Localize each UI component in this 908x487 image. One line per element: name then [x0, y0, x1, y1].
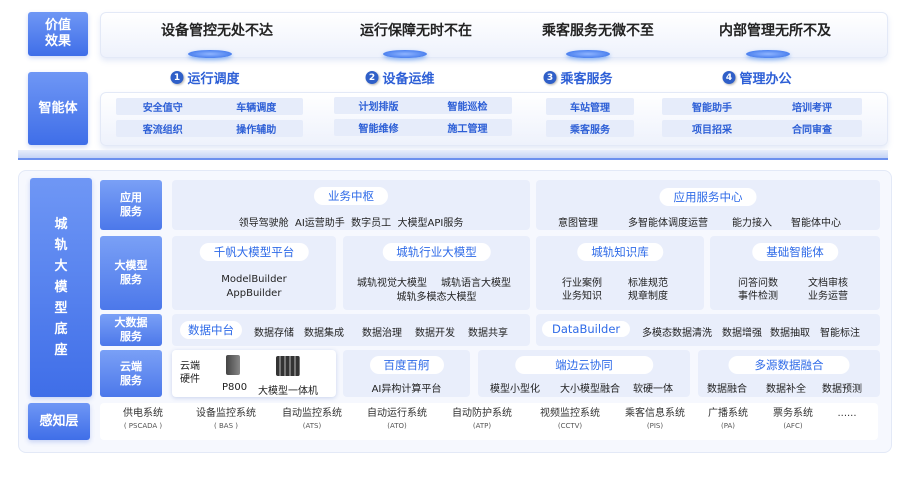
baidu-baige-card: 百度百舸 AI异构计算平台	[343, 350, 470, 397]
agent-chip-row: 车站管理	[546, 98, 634, 115]
card-title: 端边云协同	[515, 356, 653, 374]
base-agent-card: 基础智能体 问答问数 文档审核 事件检测 业务运营	[710, 236, 880, 310]
agent-chip-row: 智能维修施工管理	[334, 119, 512, 136]
glow-pill	[566, 50, 610, 58]
perception-item: 票务系统(AFC)	[773, 408, 813, 430]
number-badge: 2	[365, 71, 379, 84]
app-service-center-card: 应用服务中心 意图管理 多智能体调度运营 能力接入 智能体中心	[536, 180, 880, 230]
server-icon	[276, 356, 300, 376]
perception-item: 视频监控系统(CCTV)	[540, 408, 600, 430]
card-title: 百度百舸	[369, 356, 444, 374]
agent-chip-row: 客流组织操作辅助	[116, 120, 303, 137]
value-effect-label: 价值效果	[28, 12, 88, 56]
card-title: DataBuilder	[542, 321, 631, 337]
multisource-fusion-card: 多源数据融合 数据融合 数据补全 数据预测	[698, 350, 880, 397]
glow-pill	[383, 50, 427, 58]
row-label-cloud: 云端服务	[100, 350, 162, 397]
number-badge: 3	[543, 71, 557, 84]
perception-item: 广播系统(PA)	[708, 408, 748, 430]
row-label-app: 应用服务	[100, 180, 162, 230]
row-label-llm: 大模型服务	[100, 236, 162, 310]
qianfan-card: 千帆大模型平台 ModelBuilder AppBuilder	[172, 236, 336, 310]
row-label-data: 大数据服务	[100, 314, 162, 346]
number-badge: 4	[722, 71, 736, 84]
base-label: 城轨大模型底座	[30, 178, 92, 397]
agent-chip-row: 项目招采合同审查	[662, 120, 862, 137]
glow-pill	[746, 50, 790, 58]
card-title: 城轨行业大模型	[382, 243, 491, 261]
agent-chip-row: 乘客服务	[546, 120, 634, 137]
cloud-hardware-card: 云端硬件 P800 大模型一体机	[172, 350, 336, 397]
data-platform-card: 数据中台 数据存储 数据集成 数据治理 数据开发 数据共享	[172, 314, 530, 346]
value-banner	[100, 12, 888, 58]
agent-chip-row: 安全值守车辆调度	[116, 98, 303, 115]
card-title: 数据中台	[180, 321, 242, 339]
perception-label: 感知层	[28, 403, 90, 440]
knowledge-base-card: 城轨知识库 行业案例 标准规范 业务知识 规章制度	[536, 236, 704, 310]
card-title: 业务中枢	[314, 187, 388, 205]
perception-item: 设备监控系统( BAS )	[196, 408, 256, 430]
perception-item: 自动防护系统(ATP)	[452, 408, 512, 430]
divider	[18, 150, 888, 160]
glow-pill	[188, 50, 232, 58]
databuilder-card: DataBuilder 多模态数据清洗 数据增强 数据抽取 智能标注	[536, 314, 880, 346]
card-title: 多源数据融合	[728, 356, 850, 374]
card-title: 城轨知识库	[577, 243, 663, 261]
industry-model-card: 城轨行业大模型 城轨视觉大模型 城轨语言大模型 城轨多模态大模型	[343, 236, 530, 310]
perception-item: 乘客信息系统(PIS)	[625, 408, 685, 430]
value-item: 内部管理无所不及	[719, 23, 831, 39]
value-item: 运行保障无时不在	[360, 23, 472, 39]
business-hub-card: 业务中枢 领导驾驶舱 AI运营助手 数字员工 大模型API服务	[172, 180, 530, 230]
perception-item: 自动运行系统(ATO)	[367, 408, 427, 430]
agent-chip-row: 计划排版智能巡检	[334, 97, 512, 114]
perception-item: 供电系统( PSCADA )	[123, 408, 163, 430]
perception-item: 自动监控系统(ATS)	[282, 408, 342, 430]
card-title: 千帆大模型平台	[199, 243, 309, 261]
card-title: 应用服务中心	[659, 188, 757, 206]
number-badge: 1	[170, 71, 184, 84]
agent-label: 智能体	[28, 72, 88, 145]
perception-item-more: ......	[837, 408, 857, 419]
p800-chip-icon	[226, 355, 240, 375]
agent-chip-row: 智能助手培训考评	[662, 98, 862, 115]
value-item: 设备管控无处不达	[161, 23, 273, 39]
card-title: 基础智能体	[752, 243, 838, 261]
perception-panel	[100, 403, 878, 440]
edge-cloud-card: 端边云协同 模型小型化 大小模型融合 软硬一体	[478, 350, 690, 397]
value-item: 乘客服务无微不至	[542, 23, 654, 39]
